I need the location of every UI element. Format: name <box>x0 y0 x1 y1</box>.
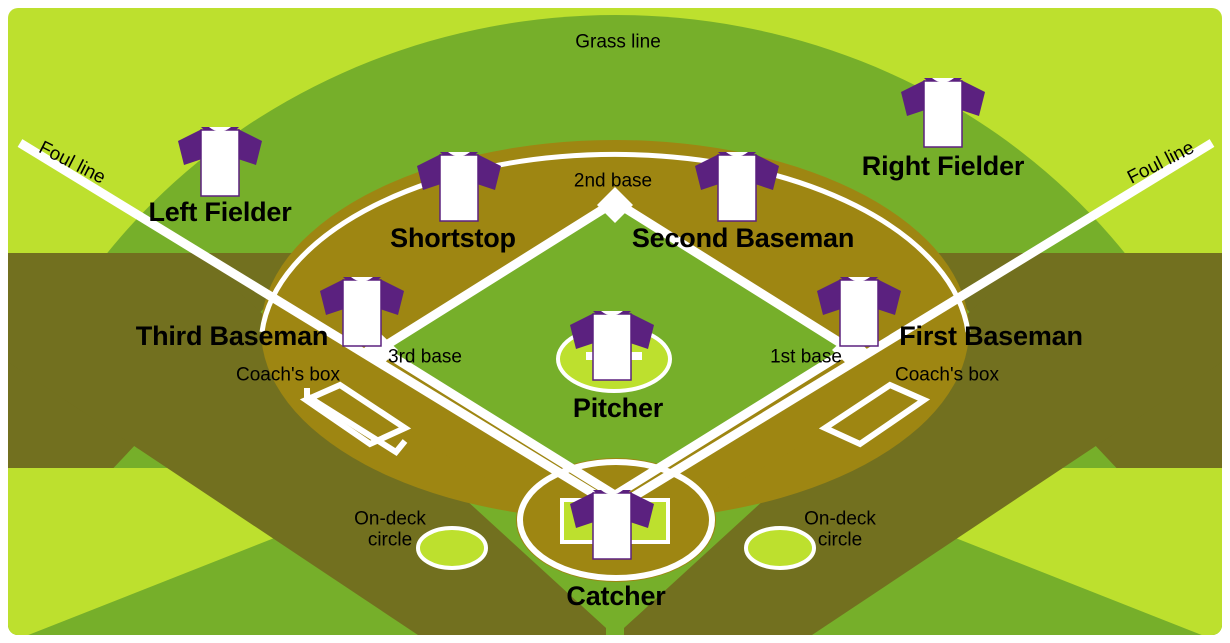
coachs-box-left-outline <box>304 388 408 456</box>
home-plate-dirt-apron <box>350 354 880 520</box>
jersey-neck <box>726 152 748 157</box>
jersey-left-sleeve <box>817 279 841 315</box>
jersey-torso <box>839 279 879 347</box>
jersey-right-sleeve <box>961 80 985 116</box>
jersey-torso <box>200 129 240 197</box>
foul-line-left <box>17 139 607 504</box>
coachs-box-left-shape <box>299 381 412 448</box>
home-plate-circle-outline <box>517 459 715 581</box>
jersey-shortstop[interactable] <box>417 152 501 222</box>
jersey-second-baseman[interactable] <box>695 152 779 222</box>
jersey-left-sleeve <box>417 154 441 190</box>
jersey-left-sleeve <box>178 129 202 165</box>
foul-line-right <box>625 139 1215 504</box>
jersey-torso <box>592 492 632 560</box>
jersey-right-sleeve <box>380 279 404 315</box>
base-path-second-to-third <box>375 198 618 354</box>
jersey-left-sleeve <box>695 154 719 190</box>
jersey-neck <box>448 152 470 157</box>
jersey-neck <box>601 311 623 316</box>
jersey-torso <box>342 279 382 347</box>
jersey-right-sleeve <box>755 154 779 190</box>
jersey-pitcher[interactable] <box>570 311 654 381</box>
jersey-right-fielder[interactable] <box>901 78 985 148</box>
jersey-neck <box>932 78 954 83</box>
jersey-first-baseman[interactable] <box>817 277 901 347</box>
jersey-third-baseman[interactable] <box>320 277 404 347</box>
jersey-right-sleeve <box>630 492 654 528</box>
jersey-neck <box>351 277 373 282</box>
jersey-catcher[interactable] <box>570 490 654 560</box>
coachs-box-right-shape <box>818 381 931 448</box>
jersey-torso <box>439 154 479 222</box>
base-path-second-to-first <box>612 198 855 354</box>
jersey-left-sleeve <box>570 492 594 528</box>
jersey-right-sleeve <box>238 129 262 165</box>
jersey-right-sleeve <box>877 279 901 315</box>
jersey-neck <box>209 127 231 132</box>
jersey-right-sleeve <box>477 154 501 190</box>
second-base-marker <box>597 187 633 223</box>
on-deck-circle-left <box>416 526 488 570</box>
foul-lines <box>17 139 1215 504</box>
on-deck-circle-right <box>744 526 816 570</box>
jersey-neck <box>848 277 870 282</box>
jersey-torso <box>592 313 632 381</box>
coachs-boxes <box>299 381 931 456</box>
jersey-right-sleeve <box>630 313 654 349</box>
jersey-torso <box>923 80 963 148</box>
jersey-left-sleeve <box>901 80 925 116</box>
grass-line-arc <box>259 151 971 333</box>
jersey-torso <box>717 154 757 222</box>
player-jersey-layer <box>178 78 985 560</box>
jersey-left-sleeve <box>570 313 594 349</box>
jersey-neck <box>601 490 623 495</box>
jersey-left-fielder[interactable] <box>178 127 262 197</box>
jersey-left-sleeve <box>320 279 344 315</box>
